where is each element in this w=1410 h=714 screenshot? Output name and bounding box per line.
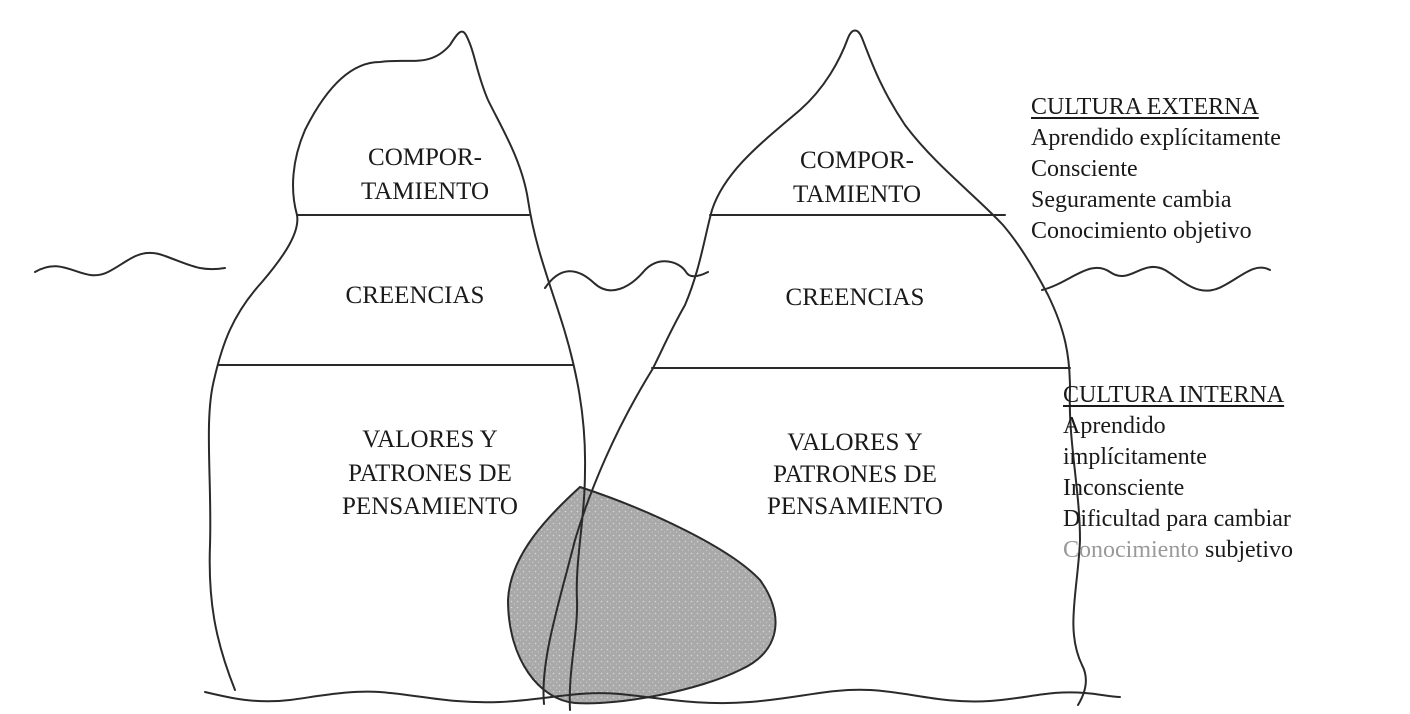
right-bottom-label-line-2: PATRONES DE [773, 461, 937, 488]
left-iceberg-outline [207, 30, 587, 711]
internal-culture-item: Aprendido [1063, 413, 1166, 439]
internal-culture-heading: CULTURA INTERNA [1063, 382, 1285, 408]
internal-culture-last-item: Conocimiento subjetivo [1063, 535, 1293, 566]
right-bottom-label-line-1: VALORES Y [787, 429, 922, 456]
overlap-region [506, 485, 777, 705]
right-top-label-line-1: COMPOR- [800, 147, 914, 174]
left-bottom-label-line-2: PATRONES DE [348, 460, 512, 487]
external-culture-item: Consciente [1031, 156, 1138, 182]
external-culture-item: Seguramente cambia [1031, 187, 1232, 213]
water-line-middle [544, 260, 709, 292]
external-culture-heading: CULTURA EXTERNA [1031, 94, 1259, 120]
right-top-label-line-2: TAMIENTO [793, 181, 921, 208]
internal-culture-item: Dificultad para cambiar [1063, 506, 1291, 532]
left-bottom-label-line-1: VALORES Y [362, 426, 497, 453]
right-iceberg-outline [542, 29, 1087, 706]
water-line-right [1041, 266, 1271, 292]
external-culture-item: Aprendido explícitamente [1031, 125, 1281, 151]
right-bottom-label-line-3: PENSAMIENTO [767, 493, 943, 520]
external-culture-panel: CULTURA EXTERNA Aprendido explícitamente… [1031, 92, 1281, 247]
internal-culture-rest-word: subjetivo [1204, 537, 1293, 563]
left-top-label-line-1: COMPOR- [368, 144, 482, 171]
water-line-left [34, 251, 226, 277]
left-middle-label: CREENCIAS [346, 282, 485, 309]
left-bottom-label-line-3: PENSAMIENTO [342, 493, 518, 520]
internal-culture-item: Inconsciente [1063, 475, 1185, 501]
internal-culture-item: implícitamente [1063, 444, 1207, 470]
internal-culture-panel: CULTURA INTERNA Aprendido implícitamente… [1063, 380, 1293, 566]
left-top-label-line-2: TAMIENTO [361, 178, 489, 205]
right-middle-label: CREENCIAS [786, 284, 925, 311]
bottom-wave-line [204, 688, 1121, 705]
external-culture-item: Conocimiento objetivo [1031, 218, 1252, 244]
internal-culture-faded-word: Conocimiento [1063, 537, 1199, 563]
